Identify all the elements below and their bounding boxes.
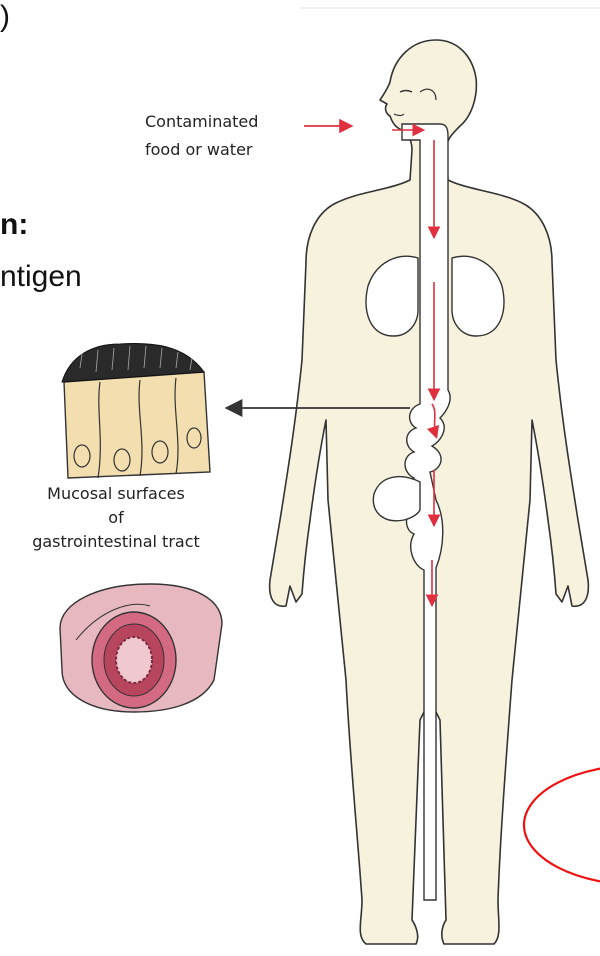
- contaminated-label-line2: food or water: [145, 140, 253, 161]
- mucosal-villi-illustration: [62, 343, 210, 478]
- contaminated-label-line1: Contaminated: [145, 112, 258, 133]
- intestinal-tube-cross-section: [60, 584, 222, 712]
- slide-body-fragment: ntigen: [0, 262, 82, 292]
- mucosal-label-line1: Mucosal surfaces: [0, 484, 232, 505]
- annotation-circle: [524, 765, 600, 885]
- mucosal-label-line3: gastrointestinal tract: [0, 532, 232, 553]
- slide-text-fragment-paren: ): [0, 2, 10, 32]
- slide-heading-fragment: n:: [0, 210, 28, 240]
- mucosal-label-line2: of: [0, 508, 232, 529]
- stomach-pouch: [373, 477, 420, 521]
